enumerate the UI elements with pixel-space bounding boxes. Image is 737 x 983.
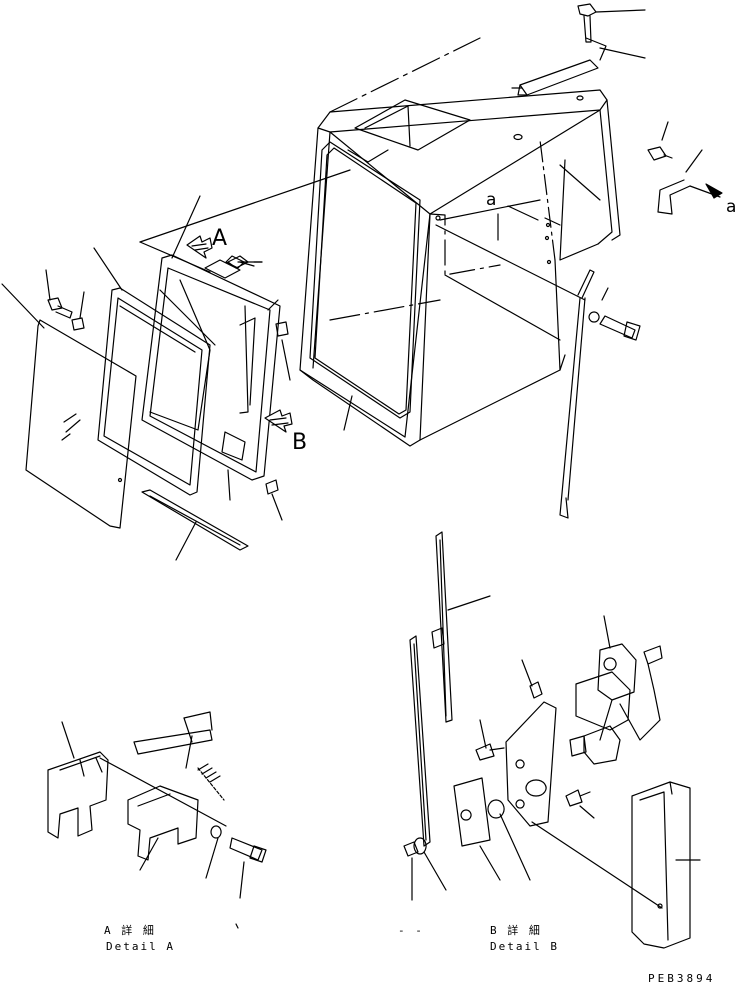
drawing-code: PEB3894 [648,972,716,983]
view-arrow-a [186,235,213,259]
rail-seal [141,489,249,551]
cab-frame [299,37,621,447]
view-b-label: B [292,430,308,455]
detail-b-jp-caption: B 詳 細 [490,924,542,937]
glass-pane [25,319,137,529]
inner-sash [141,254,281,481]
ref-a-right-label: a [726,197,737,217]
ref-a-left-label: a [486,190,497,210]
detail-a-en-caption: Detail A [106,940,175,953]
view-a-label: A [212,226,228,251]
clip-part-a [647,121,723,215]
bolt-center [225,255,263,269]
door-stay-rod [435,217,641,519]
view-arrow-b [264,409,293,433]
small-mark [235,923,239,929]
detail-b-drawing [403,531,701,949]
leader-lines-upper [1,169,539,561]
detail-a-jp-caption: A 詳 細 [104,924,156,937]
grab-handle [511,37,607,96]
detail-b-en-caption: Detail B [490,940,559,953]
detail-a-drawing [47,711,267,899]
center-dash: - - [398,924,424,937]
top-bolt [577,3,646,59]
